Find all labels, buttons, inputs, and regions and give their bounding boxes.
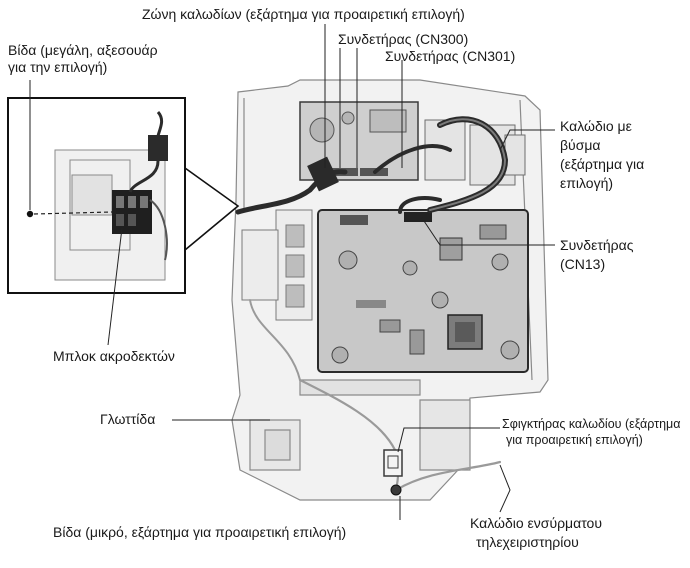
label-cable-clamp: Σφιγκτήρας καλωδίου (εξάρτημα για προαιρ… <box>502 416 680 448</box>
cable-band <box>307 156 339 192</box>
small-screw <box>390 484 402 496</box>
label-remote-cable-line2: τηλεχειριστηρίου <box>476 534 579 550</box>
label-tab: Γλωττίδα <box>100 411 156 427</box>
cable-clamp <box>383 449 403 477</box>
label-plug-cable-line2: βύσμα <box>560 137 601 153</box>
terminal-bracket <box>241 209 313 321</box>
label-plug-cable-line1: Καλώδιο με <box>560 118 632 134</box>
label-cable-clamp-line1: Σφιγκτήρας καλωδίου (εξάρτημα <box>502 417 681 431</box>
label-remote-cable-line1: Καλώδιο ενσύρματου <box>470 515 602 531</box>
label-plug-cable-line3: (εξάρτημα για <box>560 156 645 172</box>
label-connector-cn13-line1: Συνδετήρας <box>560 237 634 253</box>
label-screw-small: Βίδα (μικρό, εξάρτημα για προαιρετική επ… <box>53 524 347 540</box>
inset-terminal-block <box>112 190 152 234</box>
label-cable-zone: Ζώνη καλωδίων (εξάρτημα για προαιρετική … <box>142 6 465 22</box>
label-connector-cn300: Συνδετήρας (CN300) <box>338 31 469 47</box>
main-pcb <box>317 209 529 373</box>
inset-detail <box>7 97 240 294</box>
label-remote-cable: Καλώδιο ενσύρματου τηλεχειριστηρίου <box>470 514 602 552</box>
label-screw-large: Βίδα (μεγάλη, αξεσουάρ για την επιλογή) <box>8 42 158 76</box>
label-connector-cn301: Συνδετήρας (CN301) <box>385 48 516 64</box>
leader-lines <box>29 24 555 520</box>
label-connector-cn13-line2: (CN13) <box>560 256 606 272</box>
label-plug-cable-line4: επιλογή) <box>560 175 614 191</box>
label-screw-large-line2: για την επιλογή) <box>8 59 108 75</box>
label-plug-cable: Καλώδιο με βύσμα (εξάρτημα για επιλογή) <box>560 117 644 193</box>
label-screw-large-line1: Βίδα (μεγάλη, αξεσουάρ <box>8 42 158 58</box>
label-terminal-block: Μπλοκ ακροδεκτών <box>53 348 175 364</box>
label-cable-clamp-line2: για προαιρετική επιλογή) <box>506 433 643 447</box>
label-connector-cn13: Συνδετήρας (CN13) <box>560 236 633 274</box>
